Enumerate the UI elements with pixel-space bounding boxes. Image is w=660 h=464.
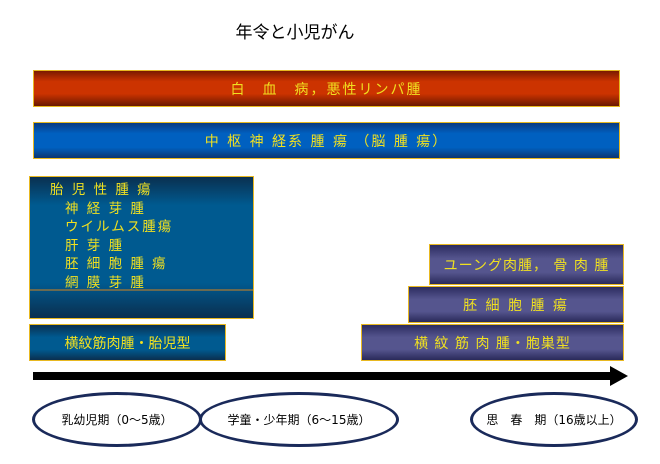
rhabdo-alveolar-bar: 横 紋 筋 肉 腫・胞巣型 <box>361 324 624 361</box>
cns-tumor-bar: 中 枢 神 経系 腫 瘍 （脳 腫 瘍） <box>33 122 620 159</box>
arrow-head-icon <box>610 366 628 386</box>
ewing-osteosarcoma-bar: ユーング肉腫， 骨 肉 腫 <box>429 244 624 285</box>
embryonal-tumor-box: 胎 児 性 腫 瘍 神 経 芽 腫 ウイルムス腫瘍 肝 芽 腫 胚 細 胞 腫 … <box>29 176 254 319</box>
divider <box>30 289 253 291</box>
embryonal-item: 神 経 芽 腫 <box>65 200 146 217</box>
age-arrow-shaft <box>33 372 613 380</box>
embryonal-item: 胚 細 胞 腫 瘍 <box>65 256 168 272</box>
age-infant: 乳幼児期（0〜5歳） <box>32 392 202 447</box>
germ-cell-tumor-bar: 胚 細 胞 腫 瘍 <box>408 286 624 323</box>
age-adolescent: 思 春 期（16歳以上） <box>470 392 638 447</box>
diagram-title: 年令と小児がん <box>235 23 355 43</box>
age-school: 学童・少年期（6〜15歳） <box>199 392 399 447</box>
embryonal-heading: 胎 児 性 腫 瘍 <box>50 182 153 198</box>
embryonal-item: 網 膜 芽 腫 <box>65 274 146 291</box>
embryonal-item: ウイルムス腫瘍 <box>65 219 174 235</box>
embryonal-item: 肝 芽 腫 <box>65 237 125 254</box>
leukemia-bar: 白 血 病，悪性リンパ腫 <box>33 70 620 107</box>
rhabdo-embryonal-bar: 横紋筋肉腫・胎児型 <box>29 324 226 361</box>
